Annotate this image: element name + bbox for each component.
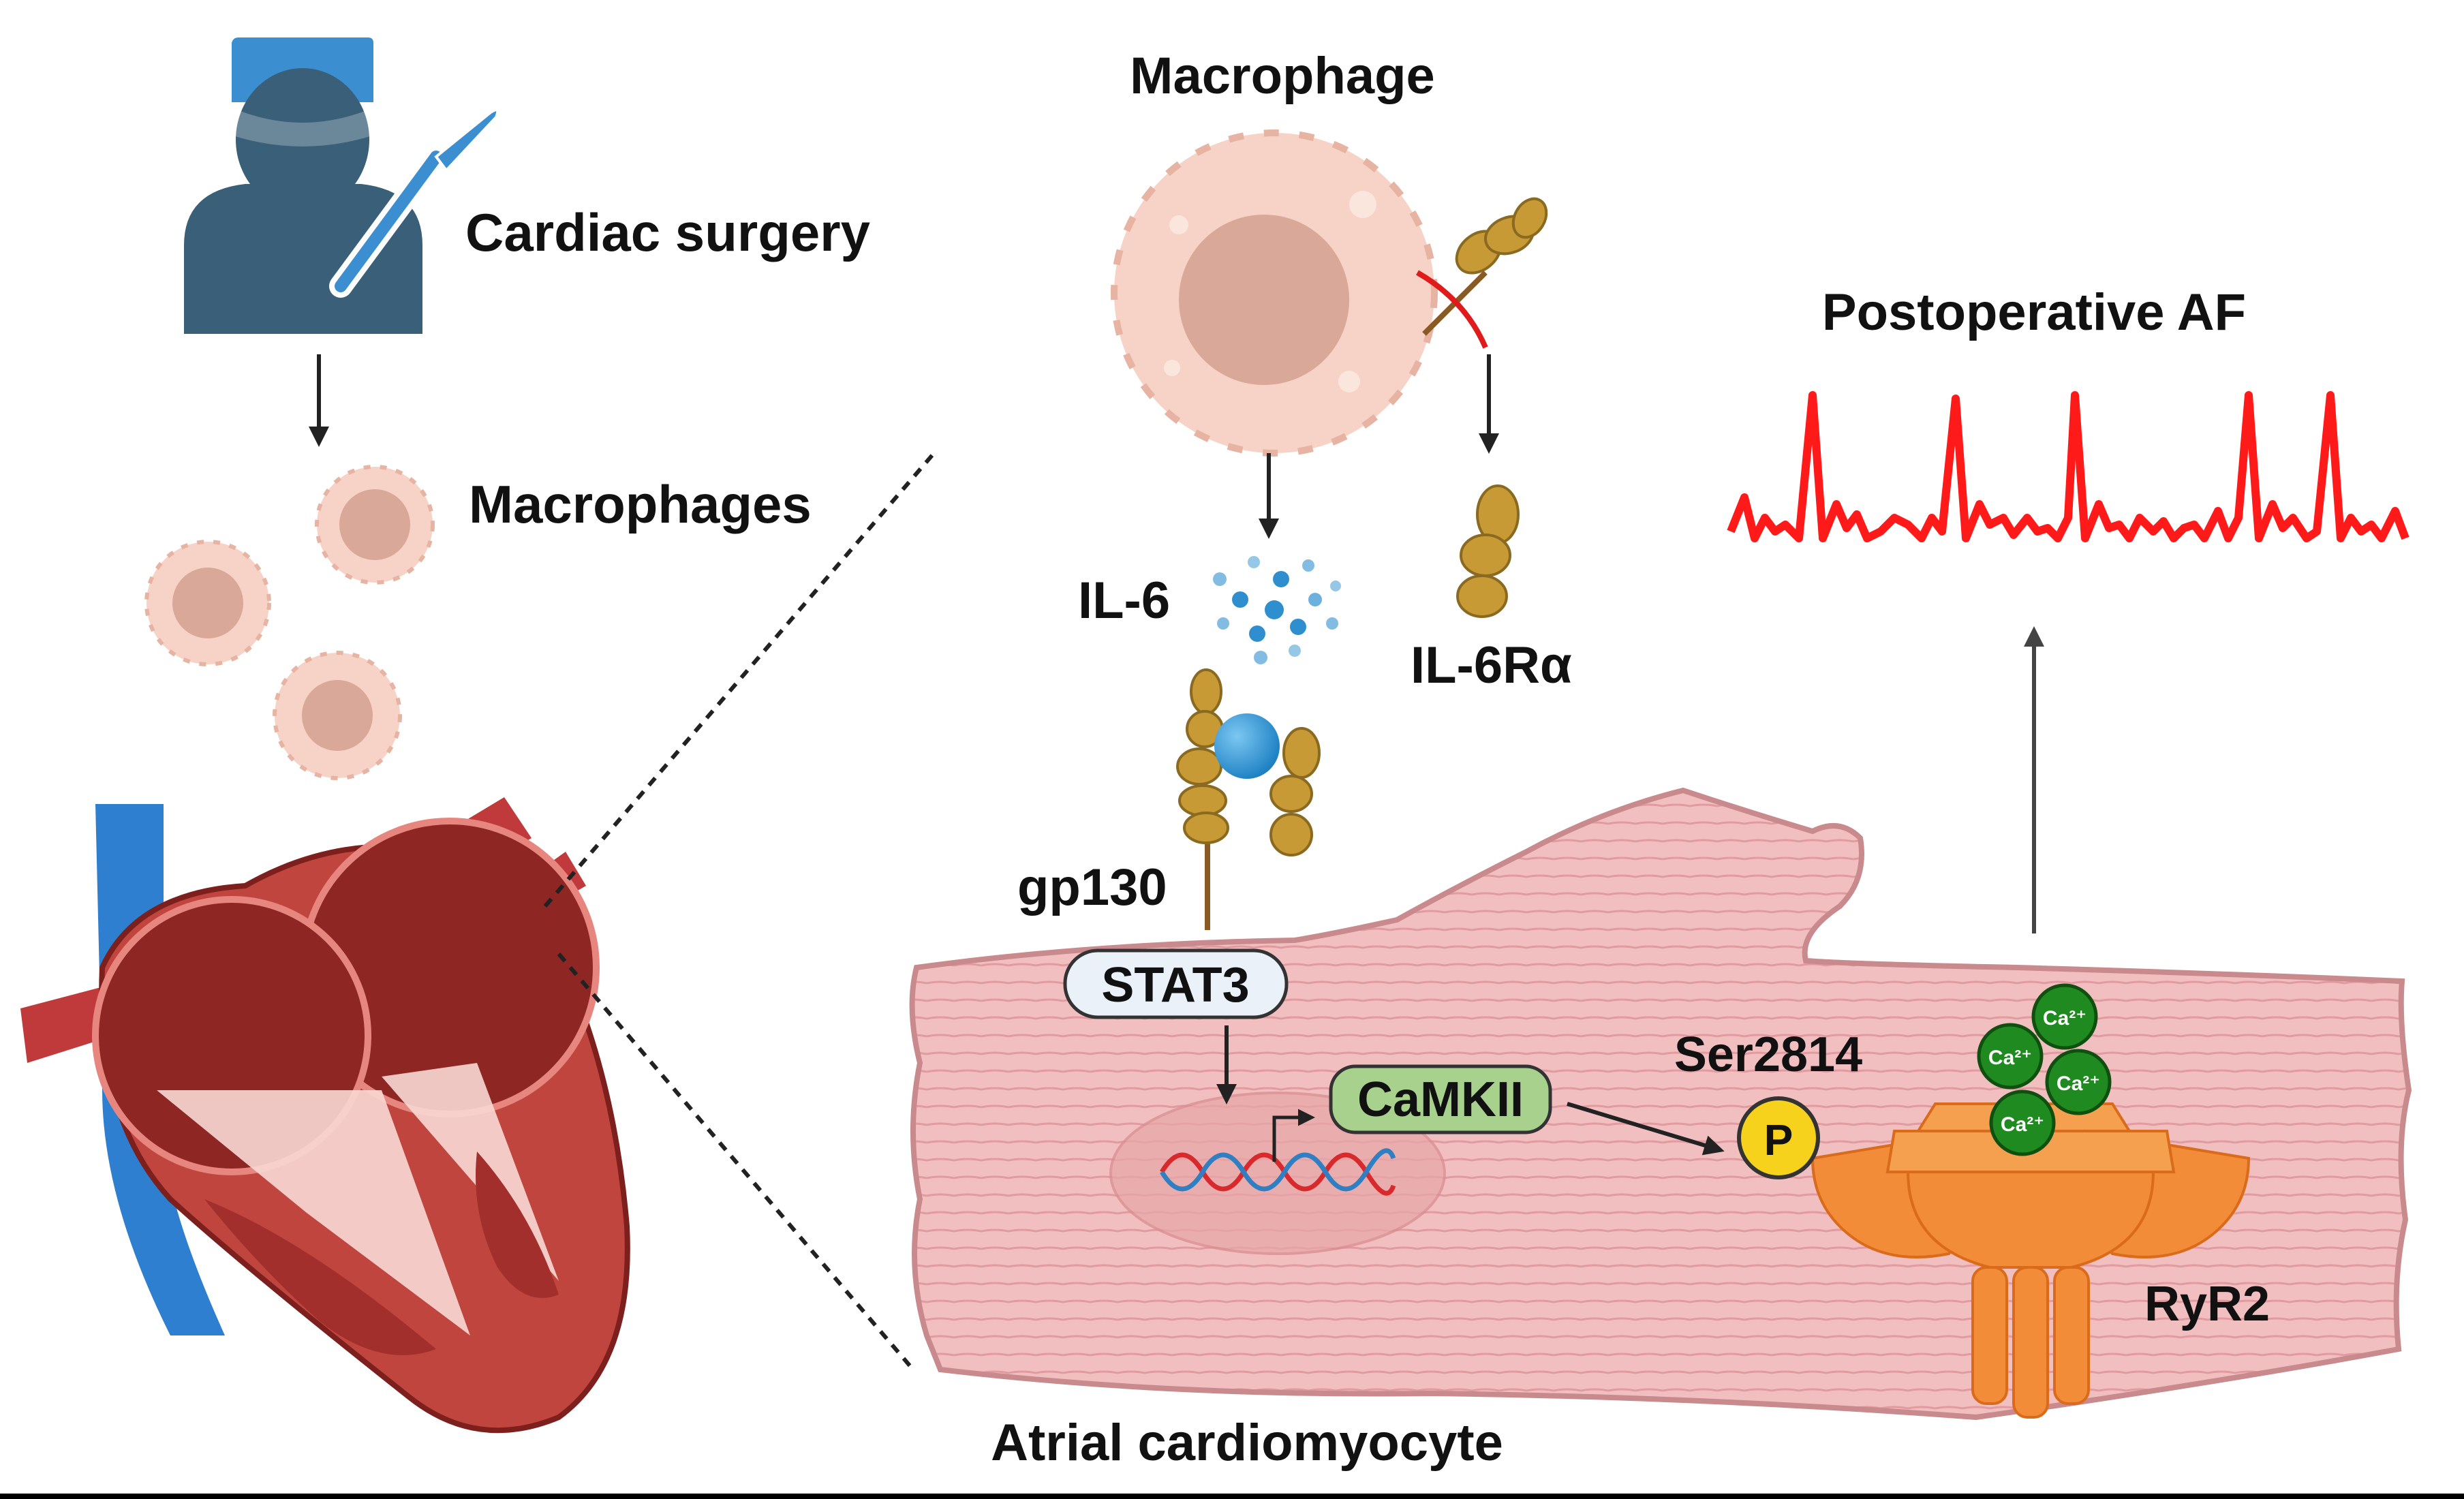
label-calcium: Ca²⁺ — [2043, 1007, 2086, 1030]
label-il6: IL-6 — [1078, 572, 1170, 630]
label-stat3: STAT3 — [1101, 958, 1249, 1013]
calcium-ions: Ca²⁺ Ca²⁺ Ca²⁺ Ca²⁺ — [1977, 983, 2112, 1156]
arrow-camkii-to-ryr2 — [1567, 1102, 1725, 1156]
label-il6ra: IL-6Rα — [1411, 636, 1572, 694]
label-macrophages: Macrophages — [469, 474, 812, 534]
label-calcium: Ca²⁺ — [1988, 1047, 2032, 1069]
membrane-il6ra-icon — [1422, 197, 1548, 336]
zoom-line — [557, 953, 915, 1371]
macrophage-cell-icon — [144, 540, 271, 666]
label-postoperative-af: Postoperative AF — [1822, 283, 2246, 341]
ecg-trace-icon — [1727, 391, 2409, 542]
label-gp130: gp130 — [1017, 859, 1167, 916]
dna-icon — [1159, 1148, 1396, 1196]
phospho-group-icon — [1737, 1096, 1820, 1179]
inhibition-mark-icon — [1416, 270, 1488, 349]
scalpel-icon — [329, 108, 499, 298]
label-phospho: P — [1764, 1115, 1793, 1164]
label-cardiac-surgery: Cardiac surgery — [465, 202, 870, 262]
label-atrial-cardiomyocyte: Atrial cardiomyocyte — [991, 1414, 1503, 1472]
il6-particles — [1213, 556, 1341, 664]
soluble-il6ra-icon — [1456, 484, 1520, 618]
macrophage-cell-icon — [315, 465, 435, 585]
label-ser2814: Ser2814 — [1674, 1027, 1862, 1082]
label-camkii: CaMKII — [1357, 1072, 1524, 1127]
label-ryr2: RyR2 — [2144, 1277, 2270, 1331]
zoom-line — [543, 448, 939, 908]
stat3-box — [1063, 948, 1289, 1019]
macrophage-cell-icon — [1111, 129, 1438, 457]
camkii-box — [1329, 1064, 1552, 1134]
label-calcium: Ca²⁺ — [2001, 1113, 2044, 1136]
surgeon-icon — [184, 37, 422, 334]
macrophage-cell-icon — [273, 651, 402, 780]
label-macrophage: Macrophage — [1130, 47, 1435, 105]
gp130-receptor-complex-icon — [1176, 668, 1321, 930]
heart-cross-section-icon — [20, 797, 630, 1434]
transcription-arrow — [1272, 1109, 1315, 1162]
label-calcium: Ca²⁺ — [2057, 1072, 2100, 1095]
